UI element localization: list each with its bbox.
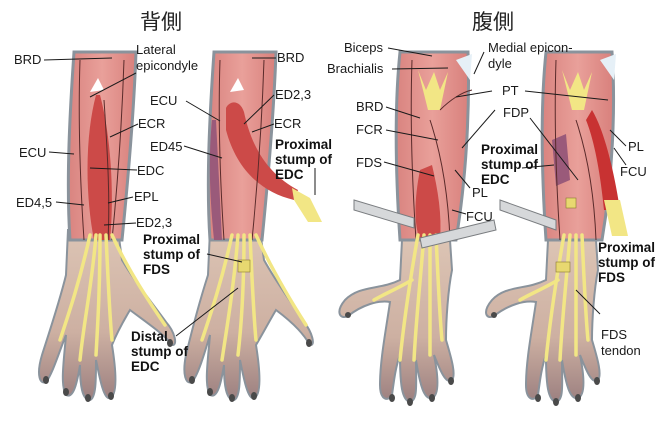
label-distal-stump-edc-2: stump of — [131, 344, 188, 359]
label-brd: BRD — [14, 52, 42, 67]
label-proximal-stump-fds-p4-1: Proximal — [598, 240, 656, 255]
label-ed23-2: ED2,3 — [275, 87, 312, 102]
panel2-edc-proximal-stump — [226, 102, 298, 200]
label-fds-tendon-2: tendon — [601, 343, 641, 358]
label-fds: FDS — [356, 155, 382, 170]
label-proximal-stump-fds-2: stump of — [143, 247, 200, 262]
panel1-forearm — [38, 50, 177, 402]
label-proximal-stump-fds-3: FDS — [143, 262, 170, 277]
label-epl: EPL — [134, 189, 159, 204]
label-fds-tendon-1: FDS — [601, 327, 627, 342]
label-ecu-2: ECU — [150, 93, 178, 108]
volar-title: 腹側 — [472, 10, 514, 34]
panel4-retractor — [499, 199, 557, 231]
dorsal-title: 背側 — [140, 10, 182, 34]
label-ed23: ED2,3 — [136, 215, 173, 230]
label-fcu-4: FCU — [620, 164, 647, 179]
label-proximal-stump-edc-p4-3: EDC — [481, 172, 510, 187]
label-pl: PL — [472, 185, 488, 200]
label-distal-stump-edc-1: Distal — [131, 329, 168, 344]
label-ed45: ED4,5 — [16, 195, 53, 210]
panel2-forearm — [183, 50, 322, 402]
label-ecu: ECU — [19, 145, 47, 160]
label-medial-epicondyle-2: dyle — [488, 56, 512, 71]
label-proximal-stump-fds-1: Proximal — [143, 232, 201, 247]
label-ecr-2: ECR — [274, 116, 302, 131]
label-ecr: ECR — [138, 116, 166, 131]
label-medial-epicondyle-1: Medial epicon- — [488, 40, 573, 55]
label-pl-4: PL — [628, 139, 644, 154]
label-lateral-epicondyle-2: epicondyle — [136, 58, 199, 73]
label-proximal-stump-fds-p4-3: FDS — [598, 270, 625, 285]
label-fcu: FCU — [466, 209, 493, 224]
label-proximal-stump-edc-p4-1: Proximal — [481, 142, 539, 157]
panel3-retractor-right — [419, 219, 497, 249]
label-distal-stump-edc-3: EDC — [131, 359, 160, 374]
label-lateral-epicondyle-1: Lateral — [136, 42, 176, 57]
panel3-forearm — [338, 50, 497, 406]
label-fdp: FDP — [503, 105, 529, 120]
label-proximal-stump-edc-3: EDC — [275, 167, 304, 182]
label-brachialis: Brachialis — [327, 61, 384, 76]
label-proximal-stump-edc-p4-2: stump of — [481, 157, 538, 172]
label-edc: EDC — [137, 163, 165, 178]
label-proximal-stump-fds-p4-2: stump of — [598, 255, 655, 270]
label-biceps: Biceps — [344, 40, 384, 55]
leader-lines — [43, 47, 627, 337]
label-proximal-stump-edc-2: stump of — [275, 152, 332, 167]
label-fcr: FCR — [356, 122, 383, 137]
panel3-retractor-left — [353, 199, 415, 229]
label-brd-3: BRD — [356, 99, 384, 114]
label-proximal-stump-edc-1: Proximal — [275, 137, 333, 152]
label-ed45-2: ED45 — [150, 139, 183, 154]
label-brd-2: BRD — [277, 50, 305, 65]
label-pt: PT — [502, 83, 519, 98]
